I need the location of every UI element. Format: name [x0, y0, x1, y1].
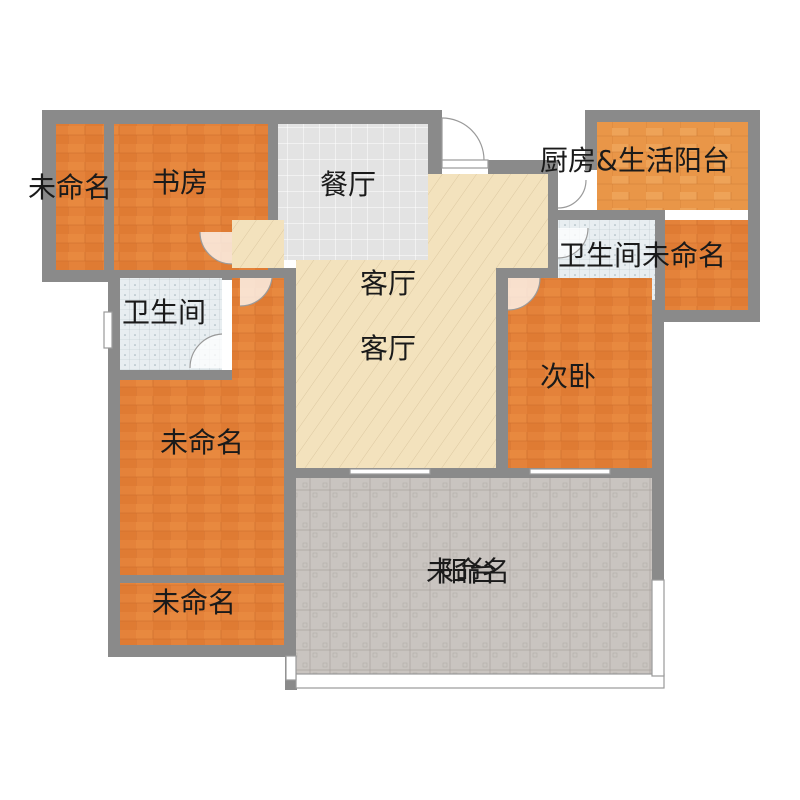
door-entry [441, 117, 485, 161]
label-balcony: 阳台 [440, 555, 496, 588]
door-bathroom-left [189, 333, 223, 369]
label-balcony-overlap: 未命名 [426, 555, 510, 588]
floor-unnamed-bottom-left [120, 583, 284, 645]
walls [42, 110, 760, 690]
room-labels: 未命名 书房 餐厅 厨房&生活阳台 卫生间 未命名 客厅 客厅 卫生间 次卧 未… [28, 144, 730, 619]
window-balcony-left [285, 655, 297, 681]
label-unnamed-top-left: 未命名 [28, 171, 112, 204]
door-second-bedroom [507, 277, 541, 311]
label-dining: 餐厅 [320, 168, 376, 201]
floor-living-hall [232, 220, 284, 268]
doors [189, 117, 589, 369]
window-bedroom-bottom [529, 468, 611, 475]
label-kitchen-balcony: 厨房&生活阳台 [540, 144, 730, 177]
floor-kitchen-balcony [597, 122, 748, 210]
floor-balcony [296, 478, 652, 674]
window-top-entry [441, 159, 489, 169]
label-study: 书房 [152, 166, 208, 199]
door-kitchen [557, 179, 587, 209]
floor-unnamed-left-mid [120, 380, 284, 575]
floor-dining [278, 124, 428, 260]
label-unnamed-bottom-left: 未命名 [152, 586, 236, 619]
floor-living [296, 174, 548, 468]
window-balcony-bottom [295, 673, 665, 689]
window-living-bottom [349, 468, 431, 475]
door-bathroom-right [557, 227, 589, 259]
label-living-upper: 客厅 [360, 267, 416, 300]
door-study [199, 231, 233, 265]
door-left-room [239, 277, 273, 307]
floor-second-bedroom [508, 278, 652, 468]
floor-unnamed-top-left [56, 124, 104, 270]
floor-unnamed-right [665, 220, 748, 310]
label-unnamed-right: 未命名 [642, 239, 726, 272]
window-left-bath [103, 311, 113, 349]
label-unnamed-left-mid: 未命名 [160, 426, 244, 459]
label-second-bedroom: 次卧 [540, 360, 596, 393]
label-living-lower: 客厅 [360, 332, 416, 365]
label-bathroom-left: 卫生间 [122, 296, 206, 329]
room-floors [56, 122, 748, 674]
window-balcony-right [651, 579, 665, 677]
label-bathroom-right: 卫生间 [558, 239, 642, 272]
windows [103, 159, 665, 689]
